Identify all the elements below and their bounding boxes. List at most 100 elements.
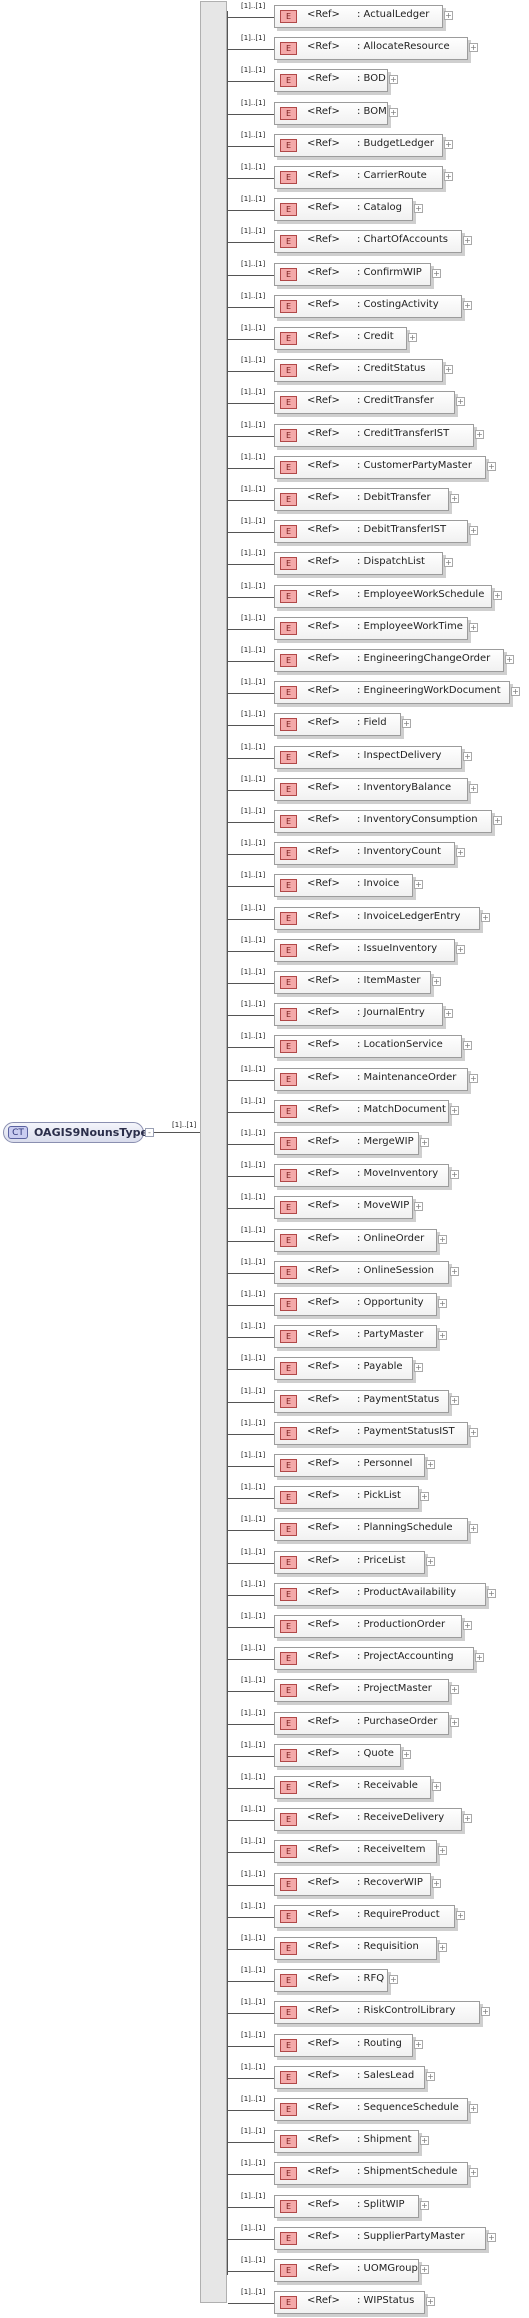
expand-icon[interactable]: + <box>420 2200 429 2210</box>
element-node[interactable]: E<Ref>: MoveInventory <box>274 1164 449 1188</box>
expand-icon[interactable]: + <box>414 1202 423 1212</box>
element-node[interactable]: E<Ref>: PriceList <box>274 1550 425 1574</box>
expand-icon[interactable]: + <box>463 1041 472 1051</box>
expand-icon[interactable]: + <box>408 333 417 342</box>
element-node[interactable]: E<Ref>: RecoverWIP <box>274 1872 431 1896</box>
expand-icon[interactable]: + <box>414 2039 423 2049</box>
element-node[interactable]: E<Ref>: Invoice <box>274 874 413 898</box>
element-node[interactable]: E<Ref>: ChartOfAccounts <box>274 230 462 254</box>
expand-icon[interactable]: + <box>402 719 411 729</box>
expand-icon[interactable]: + <box>469 526 478 536</box>
element-node[interactable]: E<Ref>: Payable <box>274 1357 413 1381</box>
element-node[interactable]: E<Ref>: EngineeringWorkDocument <box>274 681 510 705</box>
element-node[interactable]: E<Ref>: WIPStatus <box>274 2291 425 2315</box>
expand-icon[interactable]: + <box>505 655 514 664</box>
element-node[interactable]: E<Ref>: InventoryBalance <box>274 777 468 801</box>
expand-icon[interactable]: + <box>389 75 398 85</box>
element-node[interactable]: E<Ref>: PaymentStatus <box>274 1389 449 1413</box>
element-node[interactable]: E<Ref>: OnlineSession <box>274 1260 449 1284</box>
element-node[interactable]: E<Ref>: CreditTransfer <box>274 391 455 415</box>
element-node[interactable]: E<Ref>: Quote <box>274 1743 401 1767</box>
expand-icon[interactable]: + <box>463 751 472 761</box>
element-node[interactable]: E<Ref>: Personnel <box>274 1454 425 1477</box>
element-node[interactable]: E<Ref>: SupplierPartyMaster <box>274 2226 486 2250</box>
expand-icon[interactable]: + <box>438 1299 447 1308</box>
expand-icon[interactable]: + <box>438 1846 447 1856</box>
expand-icon[interactable]: + <box>444 1009 453 1019</box>
element-node[interactable]: E<Ref>: PartyMaster <box>274 1325 437 1349</box>
element-node[interactable]: E<Ref>: PlanningSchedule <box>274 1518 468 1542</box>
element-node[interactable]: E<Ref>: MoveWIP <box>274 1196 413 1220</box>
expand-icon[interactable]: + <box>432 1878 441 1888</box>
element-node[interactable]: E<Ref>: ProjectMaster <box>274 1679 449 1703</box>
expand-icon[interactable]: + <box>463 236 472 246</box>
element-node[interactable]: E<Ref>: MatchDocument <box>274 1099 449 1123</box>
element-node[interactable]: E<Ref>: ReceiveDelivery <box>274 1808 462 1832</box>
expand-icon[interactable]: + <box>450 494 459 503</box>
element-node[interactable]: E<Ref>: PickList <box>274 1486 419 1510</box>
expand-icon[interactable]: + <box>444 558 453 568</box>
expand-icon[interactable]: + <box>475 1653 484 1663</box>
expand-icon[interactable]: + <box>481 2007 490 2017</box>
expand-icon[interactable]: + <box>456 1910 465 1920</box>
expand-icon[interactable]: + <box>414 880 423 890</box>
expand-icon[interactable]: + <box>493 590 502 600</box>
element-node[interactable]: E<Ref>: ReceiveItem <box>274 1840 437 1864</box>
expand-icon[interactable]: + <box>438 1331 447 1341</box>
expand-icon[interactable]: + <box>469 1073 478 1083</box>
element-node[interactable]: E<Ref>: MaintenanceOrder <box>274 1067 468 1091</box>
expand-icon[interactable]: + <box>469 43 478 53</box>
element-node[interactable]: E<Ref>: SalesLead <box>274 2065 425 2089</box>
element-node[interactable]: E<Ref>: UOMGroup <box>274 2259 419 2282</box>
expand-icon[interactable]: + <box>444 172 453 181</box>
element-node[interactable]: E<Ref>: PaymentStatusIST <box>274 1421 468 1445</box>
expand-icon[interactable]: + <box>450 1395 459 1405</box>
expand-icon[interactable]: + <box>475 429 484 439</box>
element-node[interactable]: E<Ref>: EngineeringChangeOrder <box>274 649 504 672</box>
expand-icon[interactable]: + <box>450 1105 459 1115</box>
element-node[interactable]: E<Ref>: DispatchList <box>274 552 443 576</box>
expand-icon[interactable]: + <box>444 365 453 375</box>
expand-icon[interactable]: + <box>438 1943 447 1952</box>
element-node[interactable]: E<Ref>: Requisition <box>274 1937 437 1960</box>
expand-icon[interactable]: + <box>420 2136 429 2146</box>
element-node[interactable]: E<Ref>: AllocateResource <box>274 37 468 61</box>
element-node[interactable]: E<Ref>: InspectDelivery <box>274 745 462 769</box>
element-node[interactable]: E<Ref>: DebitTransfer <box>274 488 449 511</box>
expand-icon[interactable]: + <box>426 2071 435 2081</box>
element-node[interactable]: E<Ref>: BudgetLedger <box>274 133 443 157</box>
element-node[interactable]: E<Ref>: ShipmentSchedule <box>274 2162 468 2186</box>
expand-icon[interactable]: + <box>487 461 496 471</box>
expand-icon[interactable]: + <box>389 1975 398 1985</box>
expand-icon[interactable]: + <box>389 107 398 117</box>
expand-icon[interactable]: + <box>432 268 441 278</box>
element-node[interactable]: E<Ref>: CarrierRoute <box>274 166 443 189</box>
element-node[interactable]: E<Ref>: Receivable <box>274 1776 431 1799</box>
expand-icon[interactable]: + <box>469 783 478 793</box>
element-node[interactable]: E<Ref>: BOM <box>274 101 388 125</box>
element-node[interactable]: E<Ref>: ProductionOrder <box>274 1615 462 1638</box>
expand-icon[interactable]: + <box>469 1427 478 1437</box>
expand-icon[interactable]: + <box>444 139 453 149</box>
expand-icon[interactable]: + <box>511 687 520 697</box>
element-node[interactable]: E<Ref>: RequireProduct <box>274 1904 455 1928</box>
expand-icon[interactable]: + <box>456 397 465 407</box>
expand-icon[interactable]: + <box>469 622 478 632</box>
expand-icon[interactable]: + <box>450 1170 459 1180</box>
element-node[interactable]: E<Ref>: LocationService <box>274 1035 462 1059</box>
element-node[interactable]: E<Ref>: InvoiceLedgerEntry <box>274 906 480 930</box>
expand-icon[interactable]: + <box>444 11 453 20</box>
element-node[interactable]: E<Ref>: RFQ <box>274 1969 388 1993</box>
element-node[interactable]: E<Ref>: PurchaseOrder <box>274 1711 449 1735</box>
element-node[interactable]: E<Ref>: JournalEntry <box>274 1003 443 1027</box>
element-node[interactable]: E<Ref>: CreditTransferIST <box>274 423 474 447</box>
expand-icon[interactable]: + <box>432 1782 441 1791</box>
element-node[interactable]: E<Ref>: BOD <box>274 69 388 93</box>
element-node[interactable]: E<Ref>: ProductAvailability <box>274 1582 486 1606</box>
expand-icon[interactable]: + <box>493 816 502 825</box>
expand-icon[interactable]: + <box>420 1138 429 1147</box>
element-node[interactable]: E<Ref>: Catalog <box>274 198 413 222</box>
element-node[interactable]: E<Ref>: MergeWIP <box>274 1132 419 1155</box>
element-node[interactable]: E<Ref>: EmployeeWorkSchedule <box>274 584 492 608</box>
expand-icon[interactable]: + <box>463 1621 472 1630</box>
